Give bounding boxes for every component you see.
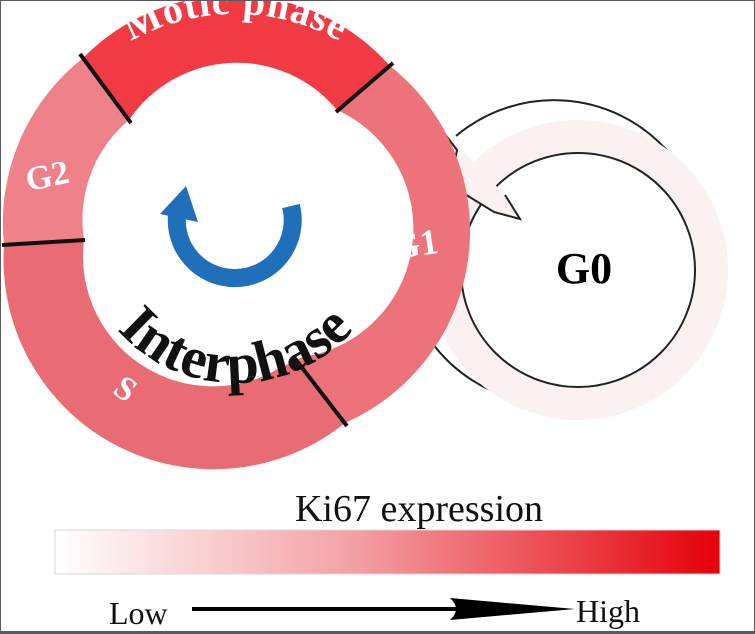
ki67-legend: Ki67 expression Low High — [54, 488, 721, 631]
g0-entry-arrow — [437, 124, 523, 221]
low-to-high-arrow — [192, 598, 575, 620]
cycle-arrow-icon — [160, 186, 302, 288]
segment-s — [3, 240, 345, 470]
ring-center — [105, 113, 367, 375]
g1-label: G1 — [389, 221, 440, 267]
segment-mitotic-phase — [83, 0, 390, 120]
segment-g2 — [2, 58, 129, 245]
g2-label: G2 — [22, 154, 72, 199]
segment-g1 — [294, 66, 471, 423]
g0-label: G0 — [556, 244, 612, 293]
g0-loop: G0 — [428, 99, 728, 420]
ki67-gradient-bar — [54, 529, 721, 575]
legend-title: Ki67 expression — [295, 488, 543, 530]
low-label: Low — [109, 595, 168, 631]
divider-g2-s — [1, 238, 86, 247]
divider-mitotic-g1 — [334, 61, 395, 114]
cell-cycle-ring — [1, 0, 471, 470]
high-label: High — [576, 593, 640, 629]
divider-s-g1 — [291, 354, 349, 428]
divider-mitotic-g2 — [78, 52, 133, 125]
